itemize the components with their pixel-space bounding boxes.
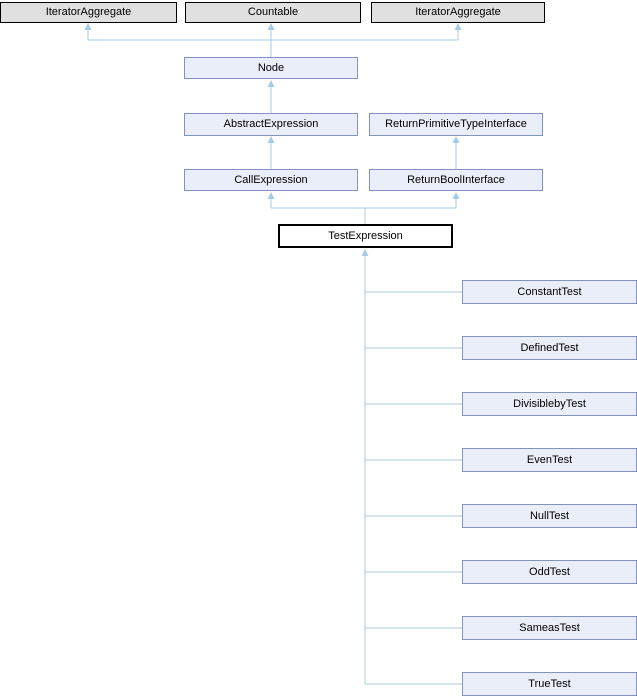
class-box-oddtest[interactable]: OddTest	[462, 560, 637, 584]
arrowhead-icon	[452, 192, 460, 199]
class-box-countable[interactable]: Countable	[185, 2, 361, 23]
arrowhead-icon	[267, 80, 275, 87]
arrowhead-icon	[267, 23, 275, 30]
class-box-iteratoraggregate-left[interactable]: IteratorAggregate	[0, 2, 177, 23]
class-box-definedtest[interactable]: DefinedTest	[462, 336, 637, 360]
class-box-nulltest[interactable]: NullTest	[462, 504, 637, 528]
class-box-eventest[interactable]: EvenTest	[462, 448, 637, 472]
class-box-node[interactable]: Node	[184, 57, 358, 79]
edge-node-to-top-row	[87, 30, 459, 57]
class-box-iteratoraggregate-right[interactable]: IteratorAggregate	[371, 2, 545, 23]
arrowhead-icon	[267, 136, 275, 143]
class-box-callexpression[interactable]: CallExpression	[184, 169, 358, 191]
arrowhead-icon	[84, 23, 92, 30]
edge-derived-tests-trunk	[364, 256, 462, 685]
arrowhead-icon	[267, 192, 275, 199]
class-box-divisiblebytest[interactable]: DivisiblebyTest	[462, 392, 637, 416]
class-box-testexpression-current: TestExpression	[278, 224, 453, 248]
class-box-constanttest[interactable]: ConstantTest	[462, 280, 637, 304]
class-box-abstractexpression[interactable]: AbstractExpression	[184, 113, 358, 136]
class-box-truetest[interactable]: TrueTest	[462, 672, 637, 696]
class-box-returnprimitivetypeinterface[interactable]: ReturnPrimitiveTypeInterface	[369, 113, 543, 136]
arrowhead-icon	[454, 23, 462, 30]
class-box-returnboolinterface[interactable]: ReturnBoolInterface	[369, 169, 543, 191]
edge-testexpression-to-parents	[270, 199, 457, 224]
arrowhead-icon	[452, 136, 460, 143]
arrowhead-icon	[361, 249, 369, 256]
class-box-sameastest[interactable]: SameasTest	[462, 616, 637, 640]
